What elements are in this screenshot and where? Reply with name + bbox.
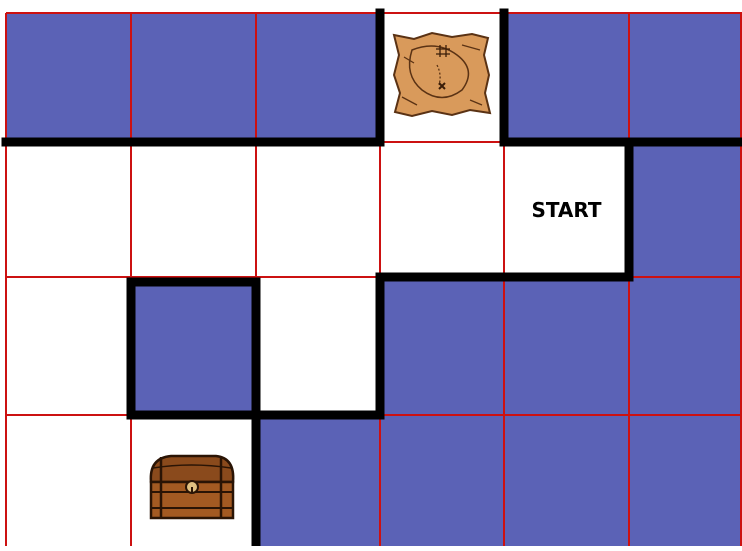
cell-land — [131, 142, 256, 277]
cell-water — [504, 277, 629, 415]
start-label: START — [504, 142, 629, 277]
cell-water — [6, 13, 131, 142]
cell-water — [629, 277, 742, 415]
cell-water — [380, 277, 504, 415]
cell-land — [6, 142, 131, 277]
cell-water — [256, 415, 380, 546]
cell-water — [629, 13, 742, 142]
treasure-map-icon — [394, 33, 490, 116]
cell-land — [256, 142, 380, 277]
cell-land — [380, 142, 504, 277]
cell-water — [131, 13, 256, 142]
cell-water — [504, 13, 629, 142]
cell-land — [6, 415, 131, 546]
cell-water — [629, 415, 742, 546]
cell-water — [131, 277, 256, 415]
treasure-chest-icon — [151, 456, 233, 518]
cell-land — [256, 277, 380, 415]
cell-water — [629, 142, 742, 277]
cell-water — [504, 415, 629, 546]
cell-land — [6, 277, 131, 415]
cell-water — [256, 13, 380, 142]
cell-water — [380, 415, 504, 546]
